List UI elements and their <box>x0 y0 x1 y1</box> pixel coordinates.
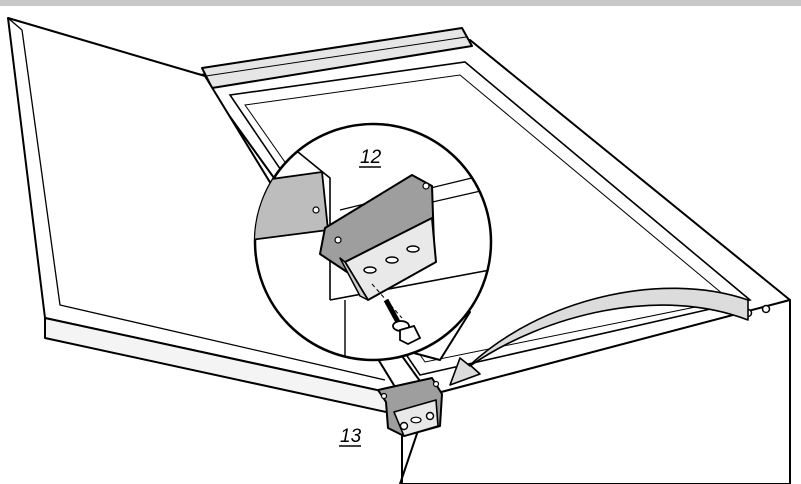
top-edge-band <box>0 0 801 6</box>
detail-magnifier: 12 <box>253 122 493 362</box>
screw <box>383 298 422 346</box>
callout-label-13: 13 <box>340 426 362 447</box>
cabinet-hole <box>761 304 771 314</box>
callout-label-12: 12 <box>360 147 382 168</box>
hinge-bracket <box>319 174 437 319</box>
hinge-13 <box>377 377 443 437</box>
curved-arrow-icon <box>449 287 749 386</box>
